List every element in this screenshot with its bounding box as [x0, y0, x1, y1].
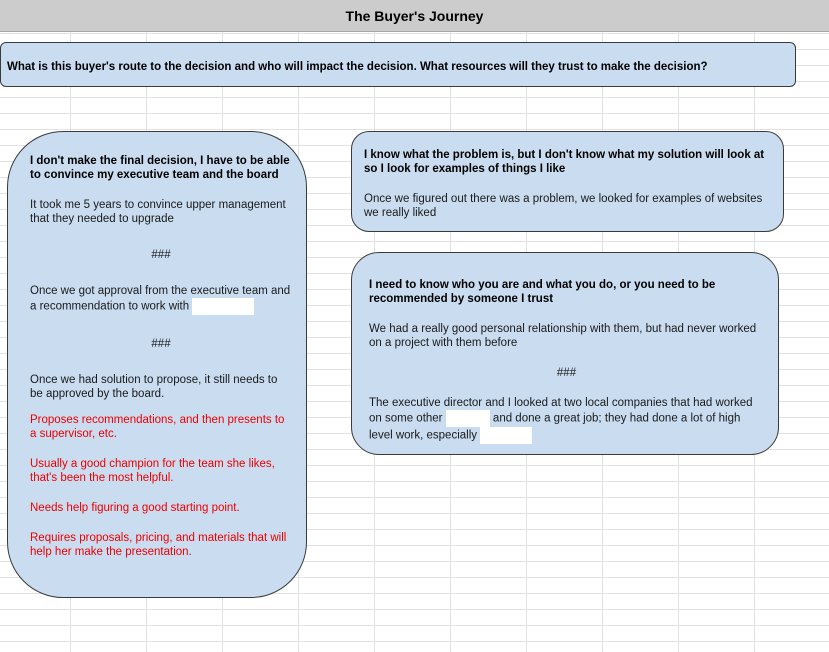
- right-bottom-card-p2: The executive director and I looked at t…: [369, 396, 764, 444]
- left-card-heading: I don't make the final decision, I have …: [30, 155, 290, 181]
- right-bottom-card-p2a: The executive director and I looked at t…: [369, 397, 753, 425]
- left-card-p1: It took me 5 years to convince upper man…: [30, 199, 286, 225]
- right-top-card-p1: Once we figured out there was a problem,…: [364, 193, 763, 219]
- left-card-note-4: Requires proposals, pricing, and materia…: [30, 532, 287, 558]
- right-bottom-card-heading: I need to know who you are and what you …: [369, 279, 716, 305]
- right-bottom-card-separator: ###: [556, 367, 577, 379]
- right-top-card: I know what the problem is, but I don't …: [351, 131, 784, 232]
- right-top-card-heading: I know what the problem is, but I don't …: [364, 149, 765, 175]
- page-title: The Buyer's Journey: [345, 7, 484, 24]
- left-card-p2-text: Once we got approval from the executive …: [30, 285, 291, 313]
- left-card-note-1: Proposes recommendations, and then prese…: [30, 414, 285, 440]
- left-card-note-3: Needs help figuring a good starting poin…: [30, 502, 240, 514]
- left-card: I don't make the final decision, I have …: [7, 131, 307, 598]
- right-bottom-card-p2b: and done a great job; they had done a lo…: [369, 412, 741, 442]
- left-card-separator-2: ###: [151, 338, 171, 350]
- question-box: What is this buyer's route to the decisi…: [0, 42, 796, 87]
- right-bottom-card: I need to know who you are and what you …: [351, 252, 779, 455]
- redacted-box: [480, 427, 533, 444]
- left-card-p2: Once we got approval from the executive …: [30, 284, 292, 315]
- question-text: What is this buyer's route to the decisi…: [7, 61, 708, 73]
- right-bottom-card-p1: We had a really good personal relationsh…: [369, 323, 757, 349]
- redacted-box: [445, 410, 490, 427]
- left-card-separator-1: ###: [151, 249, 171, 261]
- redacted-box: [192, 298, 255, 315]
- left-card-p3: Once we had solution to propose, it stil…: [30, 374, 278, 400]
- title-bar: The Buyer's Journey: [0, 0, 829, 32]
- left-card-note-2: Usually a good champion for the team she…: [30, 458, 275, 484]
